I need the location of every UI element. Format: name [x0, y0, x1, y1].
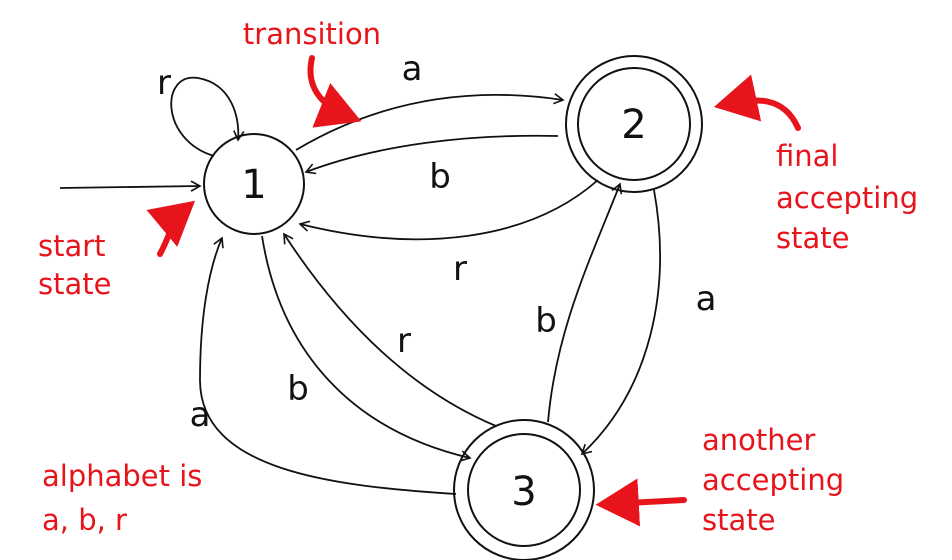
label-1-2-a: a: [402, 49, 423, 89]
transition-2-3-a: [580, 189, 661, 456]
transition-3-1-a: [199, 236, 457, 495]
annotation-final-line2: accepting: [776, 181, 918, 215]
state-3-label: 3: [511, 469, 536, 515]
annotation-another-accepting-state: another accepting state: [595, 423, 844, 537]
transition-3-2-b: [547, 182, 623, 423]
annotation-alphabet-line2: a, b, r: [42, 503, 127, 537]
state-2-label: 2: [621, 102, 646, 148]
label-3-1-r: r: [397, 321, 411, 361]
label-3-2-b: b: [535, 301, 557, 341]
annotation-start-line1: start: [38, 229, 106, 263]
transition-2-1-r: [298, 179, 599, 241]
transition-2-1-b: [304, 134, 559, 175]
state-2-accepting: 2: [565, 55, 703, 193]
start-arrow: [59, 180, 202, 192]
annotation-start-line2: state: [38, 267, 111, 301]
transition-1-3-b: [261, 235, 472, 462]
state-1-label: 1: [241, 162, 266, 208]
annotation-another-line1: another: [702, 423, 815, 457]
transition-3-1-r: [283, 232, 497, 427]
annotation-another-line3: state: [702, 503, 775, 537]
label-2-3-a: a: [696, 279, 717, 319]
red-arrow-icon: [307, 55, 362, 128]
annotation-final-line1: final: [776, 139, 838, 173]
red-arrow-icon: [146, 200, 196, 257]
transition-1-2-a: [295, 93, 565, 151]
transition-1-1-r: [170, 76, 245, 157]
annotation-alphabet: alphabet is a, b, r: [42, 459, 202, 537]
state-1: 1: [203, 133, 305, 235]
label-1-3-b: b: [287, 369, 309, 409]
annotation-alphabet-line1: alphabet is: [42, 459, 202, 493]
red-arrow-icon: [595, 478, 687, 527]
label-3-1-a: a: [190, 395, 211, 435]
label-1-1-r: r: [157, 63, 171, 103]
annotation-transition: transition: [243, 17, 381, 128]
annotation-final-accepting-state: final accepting state: [713, 74, 918, 255]
annotation-transition-text: transition: [243, 17, 381, 51]
annotation-another-line2: accepting: [702, 463, 844, 497]
label-2-1-r: r: [453, 249, 467, 289]
annotation-start-state: start state: [38, 200, 196, 301]
state-3-accepting: 3: [453, 419, 595, 560]
label-2-1-b: b: [429, 157, 451, 197]
red-arrow-icon: [713, 74, 801, 131]
annotation-final-line3: state: [776, 221, 849, 255]
